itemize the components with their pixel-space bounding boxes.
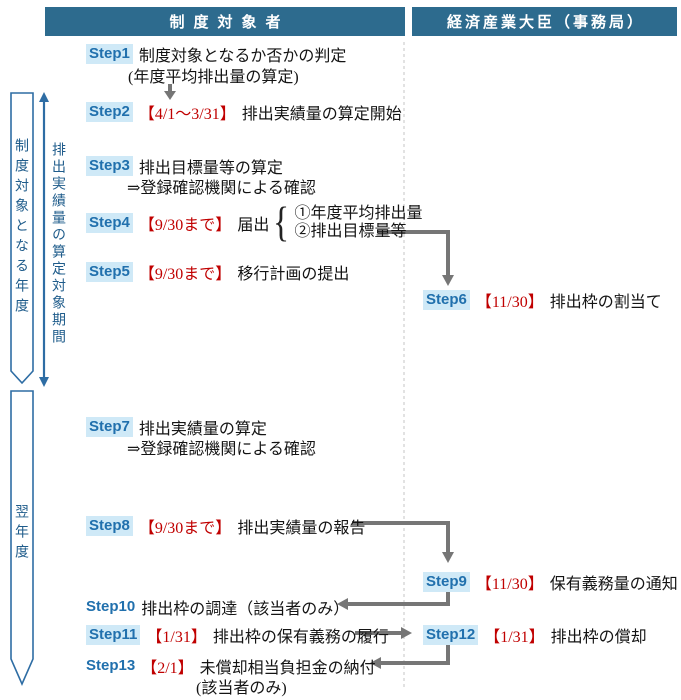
step4-text: 届出: [237, 217, 270, 234]
measure-period-label: 排出実績量の算定対象期間: [50, 142, 65, 346]
step4-notification-items: ①年度平均排出量 ②排出目標量等: [295, 205, 423, 241]
step8-row: Step8 【9/30まで】 排出実績量の報告: [86, 514, 365, 538]
step11-text: 排出枠の保有義務の履行: [212, 629, 389, 646]
step3-row: Step3 排出目標量等の算定: [86, 154, 283, 178]
step5-date: 【9/30まで】: [138, 266, 232, 283]
step2-row: Step2 【4/1～3/31】 排出実績量の算定開始: [86, 100, 402, 124]
step9-date: 【11/30】: [475, 576, 544, 593]
step7-subtext: ⇒登録確認機関による確認: [127, 441, 316, 458]
step13-badge: Step13: [86, 657, 136, 674]
header-left-label: 制度対象者: [169, 15, 290, 31]
header-system-target: 制度対象者: [45, 7, 405, 36]
step8-date: 【9/30まで】: [138, 520, 232, 537]
step4-date: 【9/30まで】: [138, 217, 232, 234]
step8-text: 排出実績量の報告: [237, 520, 366, 537]
step12-date: 【1/31】: [484, 629, 545, 646]
step7-row: Step7 排出実績量の算定: [86, 415, 267, 439]
step1-subtext: (年度平均排出量の算定): [128, 69, 299, 86]
step9-text: 保有義務量の通知: [549, 576, 678, 593]
step13-text: 未償却相当負担金の納付: [199, 660, 376, 677]
step9-row: Step9 【11/30】 保有義務量の通知: [423, 570, 678, 594]
step3-badge: Step3: [86, 156, 133, 176]
arrowhead-step2-icon: [164, 91, 176, 100]
step5-row: Step5 【9/30まで】 移行計画の提出: [86, 260, 349, 284]
step7-badge: Step7: [86, 417, 133, 437]
step1-row: Step1 制度対象となるか否かの判定: [86, 42, 346, 66]
step13-date: 【2/1】: [141, 660, 194, 677]
step1-badge: Step1: [86, 44, 133, 64]
step6-row: Step6 【11/30】 排出枠の割当て: [423, 288, 662, 312]
step10-text: 排出枠の調達（該当者のみ）: [141, 601, 350, 618]
step7-text: 排出実績量の算定: [138, 421, 267, 438]
measure-period-arrow-bottom-icon: [39, 377, 49, 387]
step4-item-2: ②排出目標量等: [294, 223, 407, 240]
step3-text: 排出目標量等の算定: [138, 160, 283, 177]
arrowhead-step12-icon: [401, 627, 412, 639]
step11-date: 【1/31】: [146, 629, 207, 646]
step6-badge: Step6: [423, 290, 470, 310]
step2-text: 排出実績量の算定開始: [241, 106, 402, 123]
header-right-label: 経済産業大臣（事務局）: [446, 15, 645, 31]
step2-badge: Step2: [86, 102, 133, 122]
measure-period-arrow-top-icon: [39, 92, 49, 102]
step6-date: 【11/30】: [475, 294, 544, 311]
step10-badge: Step10: [86, 598, 136, 615]
step2-date: 【4/1～3/31】: [138, 106, 236, 123]
step5-badge: Step5: [86, 262, 133, 282]
step13-subtext: (該当者のみ): [196, 680, 287, 697]
step12-badge: Step12: [423, 625, 479, 645]
step10-row: Step10 排出枠の調達（該当者のみ）: [86, 595, 349, 619]
step3-subtext: ⇒登録確認機関による確認: [127, 180, 316, 197]
step11-row: Step11 【1/31】 排出枠の保有義務の履行: [86, 623, 389, 647]
step12-row: Step12 【1/31】 排出枠の償却: [423, 623, 647, 647]
step6-text: 排出枠の割当て: [549, 294, 662, 311]
step11-badge: Step11: [86, 625, 141, 645]
step4-item-1: ①年度平均排出量: [294, 205, 423, 222]
arrowhead-step9-icon: [442, 552, 454, 563]
year-block-2-label: 翌年度: [13, 504, 28, 564]
step13-row: Step13 【2/1】 未償却相当負担金の納付: [86, 654, 376, 678]
arrow-step8-step9-line: [352, 521, 450, 553]
step4-row: Step4 【9/30まで】 届出 { ①年度平均排出量 ②排出目標量等: [86, 200, 423, 246]
step5-text: 移行計画の提出: [237, 266, 350, 283]
step4-badge: Step4: [86, 213, 133, 233]
header-ministry: 経済産業大臣（事務局）: [412, 7, 677, 36]
year-block-1-label: 制度対象となる年度: [13, 138, 28, 318]
brace-icon: {: [273, 200, 290, 246]
step8-badge: Step8: [86, 516, 133, 536]
arrowhead-step6-icon: [442, 275, 454, 286]
step12-text: 排出枠の償却: [550, 629, 647, 646]
step9-badge: Step9: [423, 572, 470, 592]
step1-text: 制度対象となるか否かの判定: [138, 48, 347, 65]
